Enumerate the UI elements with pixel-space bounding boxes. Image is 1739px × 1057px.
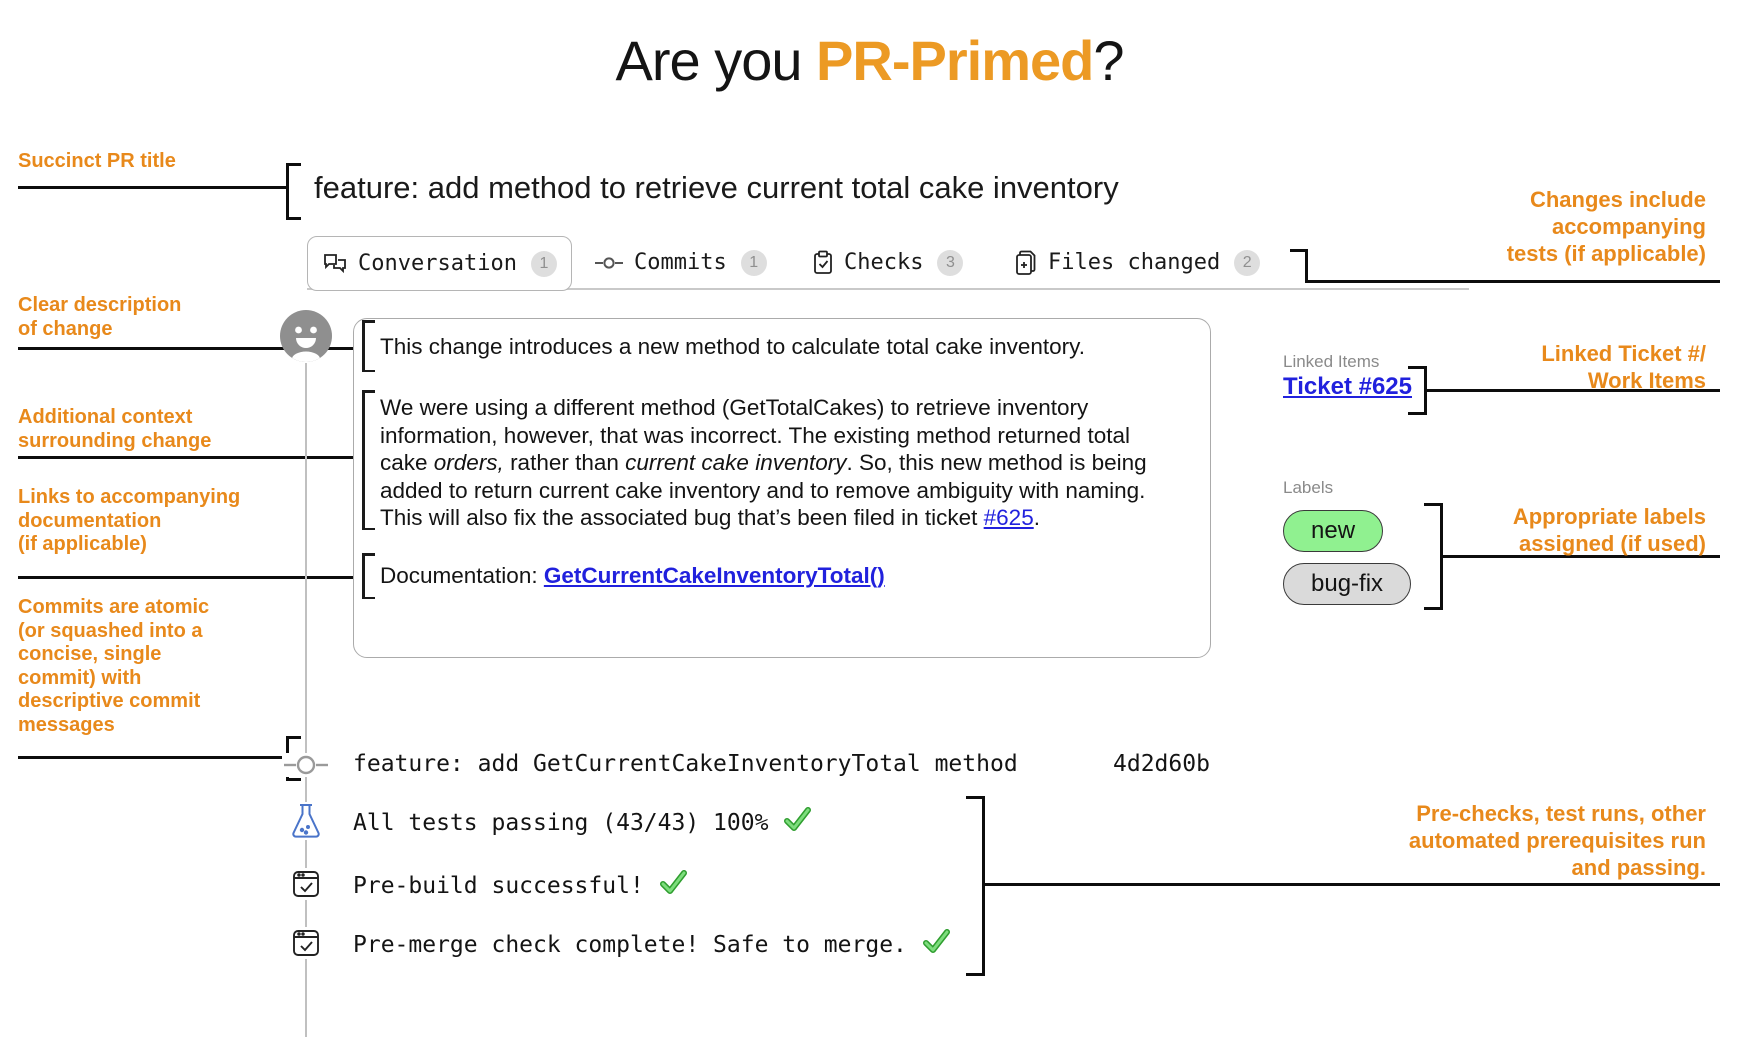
inline-link[interactable]: GetCurrentCakeInventoryTotal() [543, 563, 885, 588]
commit-hash: 4d2d60b [1113, 751, 1210, 777]
label-pill-new[interactable]: new [1283, 510, 1384, 552]
pr-title-text: feature: add method to retrieve current … [314, 170, 1119, 205]
bracket-para1 [362, 320, 376, 372]
tab-conversation-count: 1 [530, 250, 557, 277]
green-check-icon [921, 928, 951, 962]
file-plus-icon [1014, 249, 1038, 276]
check-row-premerge: Pre-merge check complete! Safe to merge. [353, 928, 951, 962]
bracket-pr-title [286, 163, 289, 220]
text-segment: We were using a different method (GetTot… [380, 395, 1130, 475]
bracket-documentation [362, 553, 376, 599]
connector-line-commits [18, 756, 286, 759]
tab-conversation-label: Conversation [358, 251, 517, 276]
browser-check-icon [291, 927, 321, 959]
bracket-ticket-tick-top [1408, 366, 1427, 369]
tab-commits-count: 1 [740, 249, 767, 276]
connector-line-labels [1440, 555, 1720, 558]
description-para3: Documentation: GetCurrentCakeInventoryTo… [380, 562, 1180, 590]
label-pill-bugfix[interactable]: bug-fix [1283, 563, 1412, 605]
conversation-icon [322, 251, 349, 276]
text-segment: Documentation: [380, 563, 544, 588]
page-title: Are you PR-Primed? [0, 28, 1739, 93]
annotation-clear-description: Clear description of change [18, 294, 182, 340]
tab-commits-label: Commits [634, 250, 727, 275]
labels-heading: Labels [1283, 478, 1334, 497]
annotation-atomic-commits: Commits are atomic (or squashed into a c… [18, 596, 210, 736]
timeline [305, 363, 307, 1037]
text-segment: current cake inventory [625, 450, 847, 475]
ticket-link[interactable]: Ticket #625 [1283, 373, 1412, 400]
annotation-linked-ticket: Linked Ticket #/ Work Items [1541, 341, 1706, 393]
description-para2: We were using a different method (GetTot… [380, 394, 1180, 532]
clipboard-check-icon [812, 249, 834, 276]
connector-line-context [18, 456, 363, 459]
commit-row[interactable]: feature: add GetCurrentCakeInventoryTota… [353, 751, 1018, 777]
tab-checks-label: Checks [844, 250, 924, 275]
tab-conversation[interactable]: Conversation 1 [307, 236, 572, 291]
check-row-tests: All tests passing (43/43) 100% [353, 806, 812, 840]
browser-check-icon [291, 868, 321, 900]
pr-description-box [353, 318, 1211, 658]
connector-line-description [18, 347, 363, 350]
text-segment: . So, this new method is being added to … [380, 450, 1147, 530]
annotation-succinct-pr-title: Succinct PR title [18, 150, 176, 172]
annotation-changes-include-tests: Changes include accompanying tests (if a… [1506, 187, 1706, 266]
bracket-pr-title-tick-bottom [286, 217, 301, 220]
bracket-ticket-tick-bottom [1408, 412, 1427, 415]
avatar [279, 309, 333, 368]
connector-line-documentation [18, 576, 363, 579]
green-check-icon [658, 869, 688, 903]
text-segment: . [1033, 505, 1040, 530]
bracket-commit-tick-top [286, 736, 301, 739]
tabbar-underline [307, 288, 1469, 290]
tab-files-changed-label: Files changed [1048, 250, 1221, 275]
tab-commits[interactable]: Commits 1 [594, 236, 767, 289]
check-tests-text: All tests passing (43/43) 100% [353, 810, 769, 836]
green-check-icon [782, 806, 812, 840]
bracket-labels-tick-bottom [1424, 607, 1443, 610]
tab-checks-count: 3 [937, 249, 964, 276]
tab-files-changed[interactable]: Files changed 2 [1014, 236, 1261, 289]
tab-checks[interactable]: Checks 3 [812, 236, 964, 289]
bracket-prechecks [982, 796, 985, 976]
title-highlight: PR-Primed [816, 29, 1094, 92]
text-segment: orders, [433, 450, 504, 475]
bracket-prechecks-tick-top [966, 796, 985, 799]
bracket-para2 [362, 390, 376, 530]
connector-line-tests [1305, 280, 1720, 283]
title-suffix: ? [1093, 29, 1124, 92]
check-premerge-text: Pre-merge check complete! Safe to merge. [353, 932, 907, 958]
flask-icon [289, 802, 323, 840]
check-row-prebuild: Pre-build successful! [353, 869, 688, 903]
linked-items-heading: Linked Items [1283, 352, 1380, 371]
annotation-additional-context: Additional context surrounding change [18, 406, 212, 452]
commit-node-icon [282, 753, 330, 777]
inline-link[interactable]: #625 [983, 505, 1034, 530]
bracket-commit-tick-bottom [286, 778, 301, 781]
bracket-labels-tick-top [1424, 503, 1443, 506]
description-para1: This change introduces a new method to c… [380, 333, 1180, 361]
text-segment: This change introduces a new method to c… [380, 334, 1085, 359]
connector-line-ticket [1424, 389, 1720, 392]
annotation-links-documentation: Links to accompanying documentation (if … [18, 486, 241, 555]
annotation-prechecks: Pre-checks, test runs, other automated p… [1408, 801, 1706, 880]
bracket-tests [1305, 249, 1308, 283]
title-prefix: Are you [615, 29, 817, 92]
text-segment: rather than [503, 450, 626, 475]
tab-files-changed-count: 2 [1234, 249, 1261, 276]
bracket-tests-tick [1290, 249, 1308, 252]
connector-line-prechecks [982, 883, 1720, 886]
check-prebuild-text: Pre-build successful! [353, 873, 644, 899]
connector-line-pr-title [18, 186, 286, 189]
annotation-appropriate-labels: Appropriate labels assigned (if used) [1512, 504, 1706, 556]
bracket-prechecks-tick-bottom [966, 973, 985, 976]
commit-icon [594, 251, 624, 274]
bracket-pr-title-tick-top [286, 163, 301, 166]
commit-message: feature: add GetCurrentCakeInventoryTota… [353, 751, 1018, 777]
